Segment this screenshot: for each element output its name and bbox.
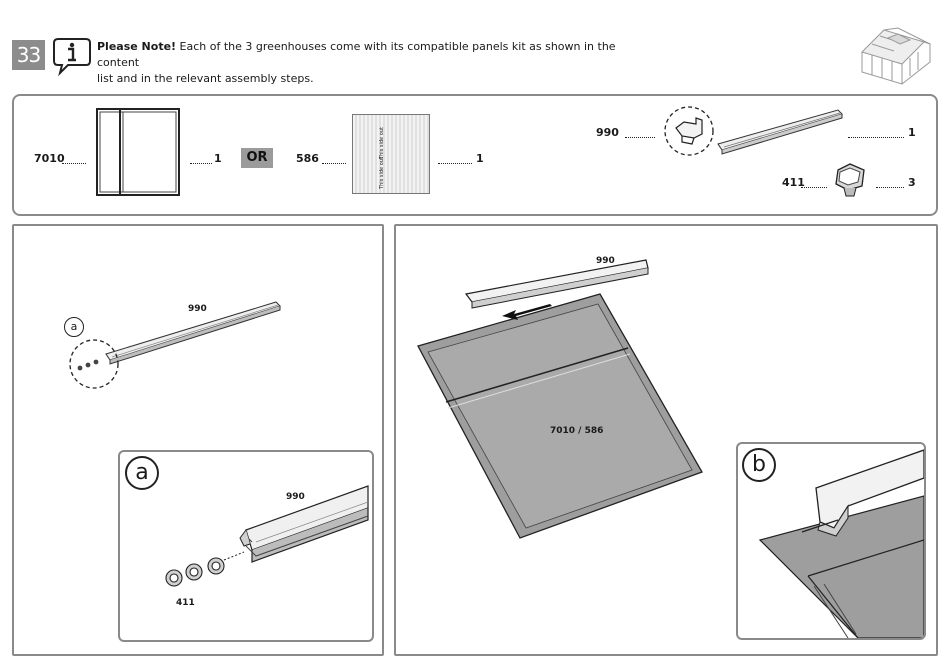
part-7010-qty: 1 — [214, 152, 222, 165]
note-line2: list and in the relevant assembly steps. — [97, 72, 314, 85]
panel-586-drawing — [352, 114, 430, 194]
part-586-qty: 1 — [476, 152, 484, 165]
leader-dots — [62, 163, 86, 164]
note-bold: Please Note! — [97, 40, 176, 53]
callout-a-circle: a — [64, 317, 84, 337]
leader-dots — [625, 137, 655, 138]
side-text-1: This side out — [379, 127, 385, 159]
leader-dots — [801, 187, 827, 188]
profile-990-drawing — [662, 104, 852, 160]
info-icon — [52, 36, 92, 76]
right-panel-label: 7010 / 586 — [550, 426, 603, 436]
or-badge: OR — [241, 148, 273, 168]
panel-7010-drawing — [96, 108, 180, 196]
profile-with-clips-drawing — [66, 296, 286, 396]
leader-dots — [876, 187, 904, 188]
detail-a-badge: a — [125, 456, 159, 490]
part-586-code: 586 — [296, 152, 319, 165]
callout-a-label: a — [71, 320, 78, 333]
leader-dots — [322, 163, 346, 164]
detail-b-badge: b — [742, 448, 776, 482]
detail-a-clip-label: 411 — [176, 598, 195, 608]
detail-a-label: a — [135, 460, 148, 485]
greenhouse-icon — [858, 22, 936, 86]
leader-dots — [190, 163, 212, 164]
step-number-badge: 33 — [12, 40, 45, 70]
detail-b-label: b — [752, 452, 766, 477]
note-text: Please Note! Each of the 3 greenhouses c… — [97, 39, 617, 87]
part-990-code: 990 — [596, 126, 619, 139]
panel-assembly-drawing — [410, 256, 710, 542]
part-7010-code: 7010 — [34, 152, 65, 165]
leader-dots — [848, 137, 904, 138]
left-profile-label: 990 — [188, 304, 207, 314]
clip-411-drawing — [830, 160, 870, 200]
leader-dots — [438, 163, 472, 164]
part-990-qty: 1 — [908, 126, 916, 139]
side-text-2: This side out — [379, 157, 385, 189]
part-411-qty: 3 — [908, 176, 916, 189]
right-profile-label: 990 — [596, 256, 615, 266]
detail-a-profile-drawing — [160, 486, 372, 596]
